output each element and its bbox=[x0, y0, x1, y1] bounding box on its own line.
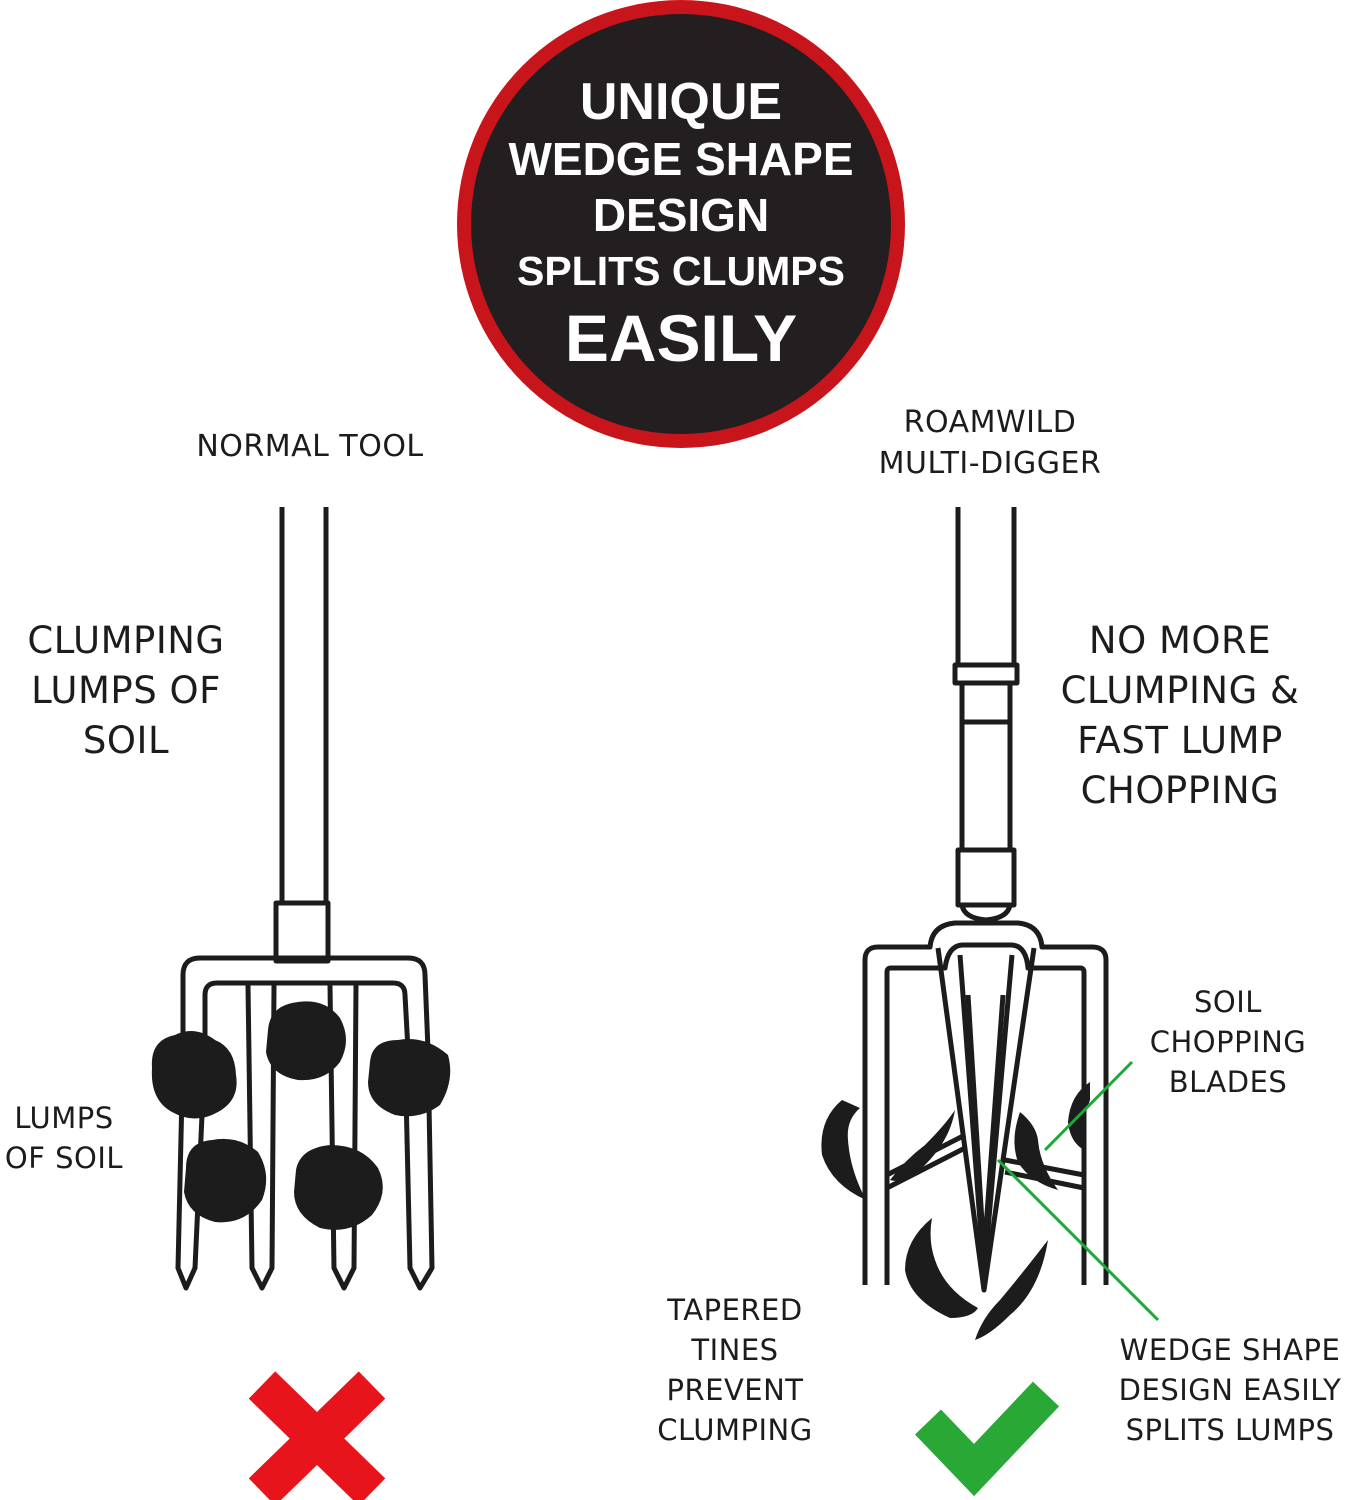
normal-tool-title: NORMAL TOOL bbox=[196, 429, 424, 464]
wedge-shape-label: WEDGE SHAPE DESIGN EASILY SPLITS LUMPS bbox=[1118, 1333, 1342, 1447]
clumping-caption: CLUMPING LUMPS OF SOIL bbox=[27, 619, 225, 762]
no-more-clumping-caption: NO MORE CLUMPING & FAST LUMP CHOPPING bbox=[1060, 619, 1300, 812]
lumps-of-soil-label: LUMPS OF SOIL bbox=[4, 1101, 124, 1175]
badge-fill bbox=[471, 14, 891, 434]
soil-lumps-icon bbox=[151, 1001, 451, 1230]
soil-chopping-blades-label: SOIL CHOPPING BLADES bbox=[1149, 985, 1307, 1099]
badge-line-4: SPLITS CLUMPS bbox=[516, 248, 846, 294]
callout-pointers bbox=[996, 1060, 1160, 1322]
badge-line-3: DESIGN bbox=[592, 189, 770, 241]
chopping-blades-icon bbox=[821, 1082, 1090, 1340]
tapered-tines-label: TAPERED TINES PREVENT CLUMPING bbox=[657, 1293, 813, 1447]
feature-badge: UNIQUE WEDGE SHAPE DESIGN SPLITS CLUMPS … bbox=[457, 0, 905, 448]
badge-line-1: UNIQUE bbox=[579, 73, 783, 131]
roamwild-title: ROAMWILD MULTI-DIGGER bbox=[878, 405, 1102, 481]
roamwild-digger-icon bbox=[862, 507, 1109, 1293]
badge-line-5: EASILY bbox=[564, 301, 798, 375]
badge-line-2: WEDGE SHAPE bbox=[508, 133, 854, 185]
red-x-icon bbox=[248, 1371, 386, 1500]
normal-fork-icon bbox=[175, 507, 435, 1291]
green-check-icon bbox=[915, 1381, 1060, 1497]
